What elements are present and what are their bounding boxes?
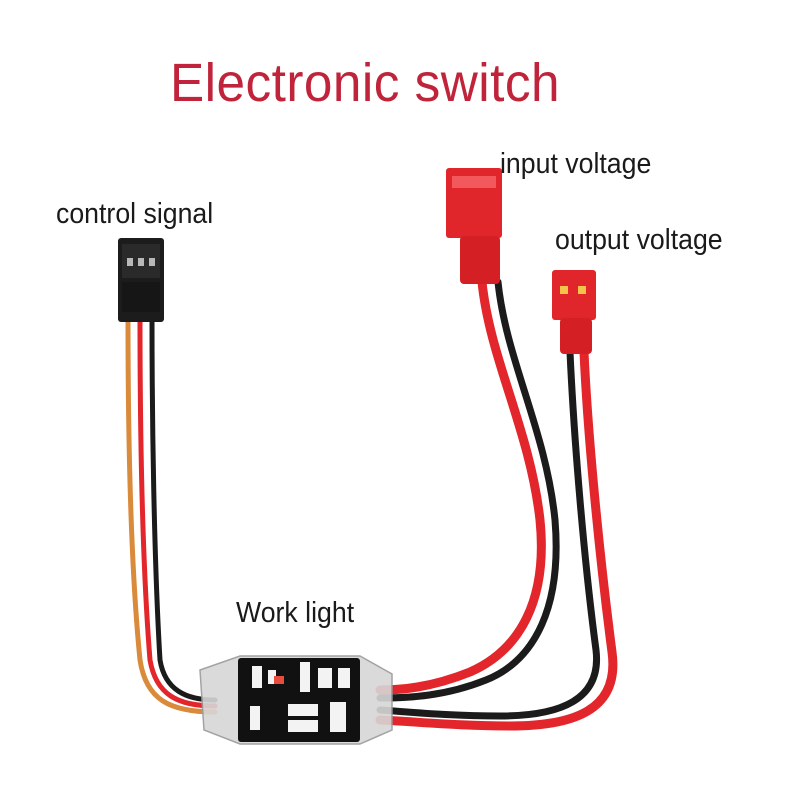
work-light-led xyxy=(274,676,284,684)
work-light-label: Work light xyxy=(236,597,355,629)
switch-module xyxy=(199,655,393,745)
input-voltage-connector xyxy=(446,168,502,284)
page-title: Electronic switch xyxy=(169,53,561,113)
output-voltage-cable xyxy=(375,347,618,731)
input-voltage-label: input voltage xyxy=(500,148,652,180)
control-signal-cable xyxy=(125,315,218,715)
output-voltage-label: output voltage xyxy=(555,224,723,256)
servo-connector xyxy=(118,238,164,322)
output-voltage-connector xyxy=(552,270,596,354)
control-signal-label: control signal xyxy=(56,198,214,230)
input-voltage-cable xyxy=(375,277,560,702)
